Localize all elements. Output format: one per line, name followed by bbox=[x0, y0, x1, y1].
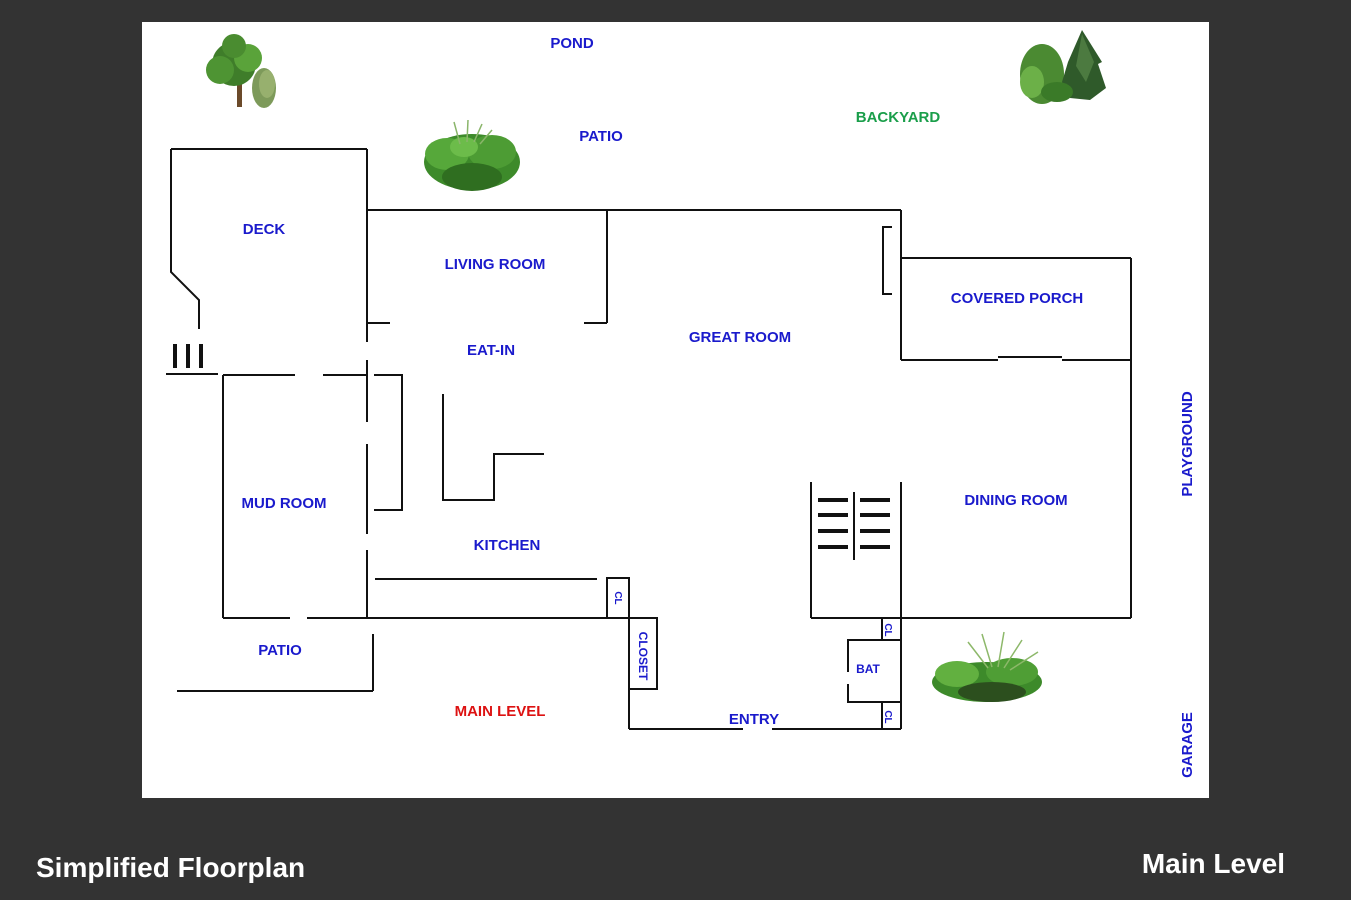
label-closet-small: CL bbox=[612, 591, 623, 604]
label-bath: BAT bbox=[856, 662, 880, 676]
label-closet-bath-top: CL bbox=[882, 623, 893, 636]
label-entry: ENTRY bbox=[729, 711, 779, 728]
label-mud-room: MUD ROOM bbox=[242, 495, 327, 512]
label-covered-porch: COVERED PORCH bbox=[951, 290, 1084, 307]
label-deck: DECK bbox=[243, 221, 286, 238]
fern-bush-icon bbox=[932, 631, 1042, 702]
label-living-room: LIVING ROOM bbox=[445, 256, 546, 273]
label-closet: CLOSET bbox=[636, 632, 650, 681]
shrub-icon bbox=[424, 119, 520, 191]
label-main-level: MAIN LEVEL bbox=[455, 703, 546, 720]
label-garage: GARAGE bbox=[1179, 712, 1196, 778]
slide-title-right: Main Level bbox=[1141, 848, 1285, 879]
slide-title-left: Simplified Floorplan bbox=[36, 852, 306, 883]
conifer-icon bbox=[1020, 30, 1106, 104]
tree-icon bbox=[206, 34, 276, 108]
label-patio-top: PATIO bbox=[579, 128, 623, 145]
label-closet-bath-bottom: CL bbox=[882, 710, 893, 723]
floorplan-drawing: POND PATIO BACKYARD DECK LIVING ROOM COV… bbox=[166, 30, 1197, 778]
label-eat-in: EAT-IN bbox=[467, 342, 515, 359]
walls bbox=[166, 148, 1132, 730]
stairs-icon bbox=[173, 344, 203, 368]
room-labels: POND PATIO BACKYARD DECK LIVING ROOM COV… bbox=[242, 35, 1197, 778]
label-patio-bottom: PATIO bbox=[258, 642, 302, 659]
label-pond: POND bbox=[550, 35, 594, 52]
label-dining-room: DINING ROOM bbox=[964, 492, 1067, 509]
label-kitchen: KITCHEN bbox=[474, 537, 541, 554]
stairs-icon bbox=[818, 498, 890, 549]
label-playground: PLAYGROUND bbox=[1179, 391, 1196, 496]
label-backyard: BACKYARD bbox=[856, 109, 941, 126]
label-great-room: GREAT ROOM bbox=[689, 329, 791, 346]
